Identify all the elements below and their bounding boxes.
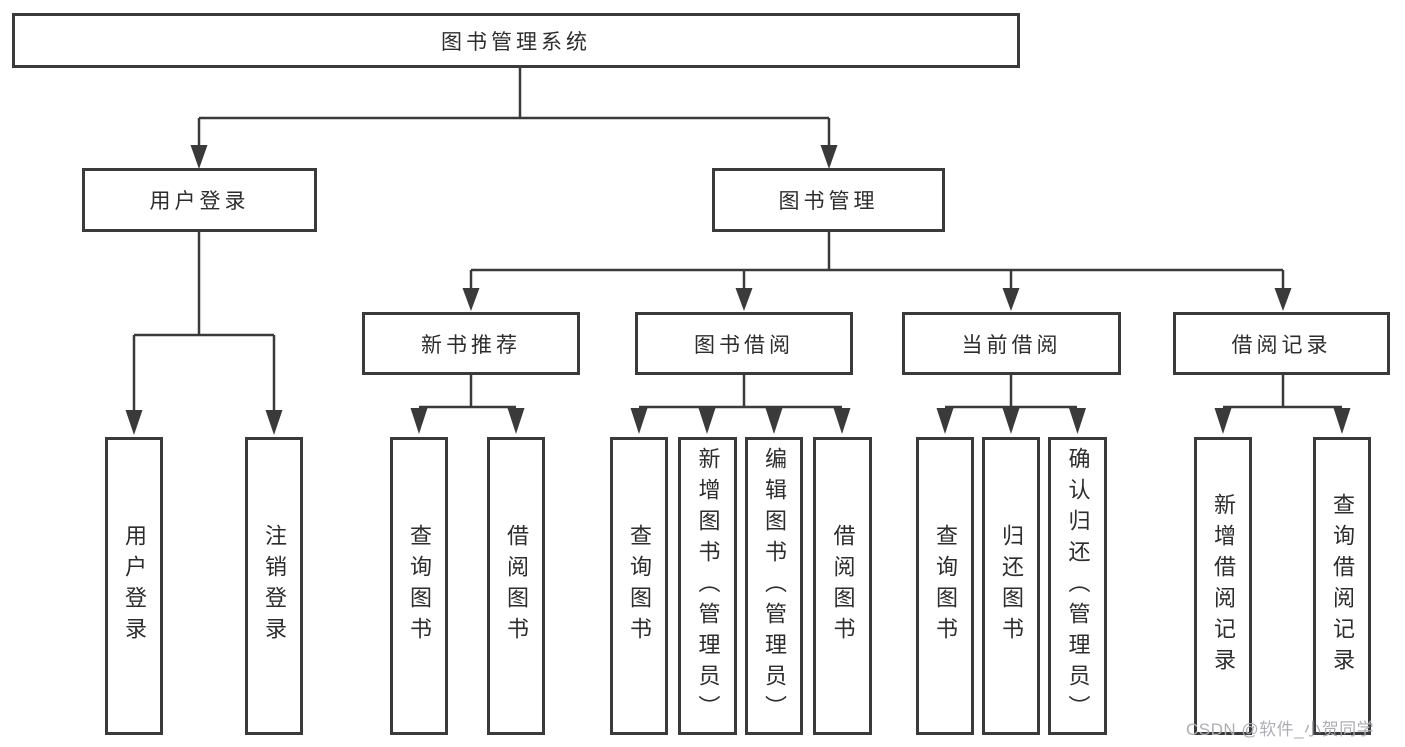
- leaf-borrow-books-recommend: 借阅图书: [487, 437, 545, 735]
- leaf-label: 查询图书: [627, 524, 652, 648]
- leaf-return-books: 归还图书: [982, 437, 1040, 735]
- leaf-label: 注销登录: [262, 524, 287, 648]
- arrowhead-icons: [125, 145, 1351, 435]
- leaf-label: 编辑图书（管理员）: [762, 446, 787, 726]
- leaf-logout: 注销登录: [245, 437, 303, 735]
- leaf-label: 查询借阅记录: [1330, 493, 1355, 679]
- leaf-label: 确认归还（管理员）: [1065, 446, 1091, 726]
- node-label: 当前借阅: [961, 333, 1062, 357]
- leaf-label: 查询图书: [407, 524, 432, 648]
- node-label: 借阅记录: [1231, 333, 1332, 357]
- node-label: 图书管理系统: [441, 30, 591, 54]
- node-book-borrowing: 图书借阅: [635, 312, 853, 375]
- leaf-label: 新增借阅记录: [1211, 493, 1236, 679]
- connector-segments: [132, 66, 1342, 412]
- leaf-borrow-books-borrowing: 借阅图书: [813, 437, 872, 735]
- node-library-management-system: 图书管理系统: [12, 13, 1020, 68]
- node-current-borrowing: 当前借阅: [902, 312, 1121, 375]
- node-label: 新书推荐: [421, 333, 521, 357]
- csdn-watermark: CSDN @软件_小贺同学: [1186, 720, 1375, 739]
- node-borrowing-records: 借阅记录: [1173, 312, 1390, 375]
- node-new-book-recommendation: 新书推荐: [362, 312, 580, 375]
- node-user-login: 用户登录: [82, 168, 317, 232]
- leaf-confirm-return-admin: 确认归还（管理员）: [1048, 437, 1107, 735]
- leaf-label: 借阅图书: [504, 524, 529, 648]
- node-label: 用户登录: [149, 190, 250, 213]
- leaf-query-books-recommend: 查询图书: [390, 437, 448, 735]
- node-label: 图书借阅: [694, 333, 794, 357]
- leaf-label: 归还图书: [999, 524, 1024, 648]
- leaf-query-borrow-record: 查询借阅记录: [1313, 437, 1371, 735]
- leaf-user-login: 用户登录: [105, 437, 163, 735]
- leaf-query-books-current: 查询图书: [916, 437, 974, 735]
- leaf-add-borrow-record: 新增借阅记录: [1194, 437, 1252, 735]
- leaf-query-books-borrowing: 查询图书: [610, 437, 668, 735]
- leaf-label: 借阅图书: [830, 524, 856, 648]
- leaf-label: 查询图书: [933, 524, 958, 648]
- leaf-add-book-admin: 新增图书（管理员）: [678, 437, 737, 735]
- node-book-management: 图书管理: [712, 168, 945, 232]
- leaf-edit-book-admin: 编辑图书（管理员）: [745, 437, 803, 735]
- leaf-label: 新增图书（管理员）: [695, 446, 721, 726]
- leaf-label: 用户登录: [122, 524, 147, 648]
- node-label: 图书管理: [778, 190, 879, 213]
